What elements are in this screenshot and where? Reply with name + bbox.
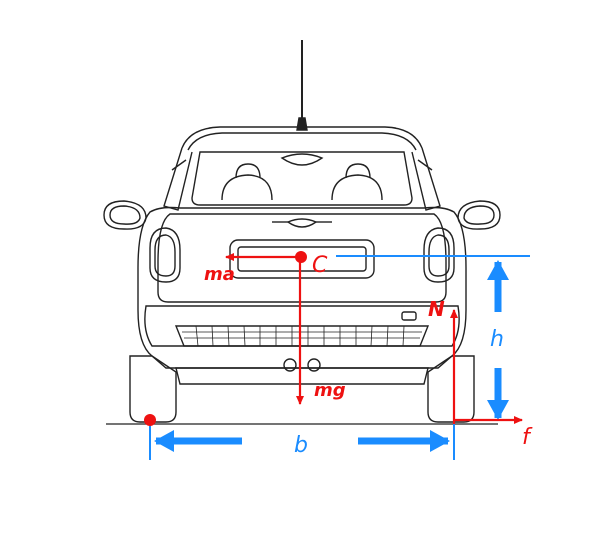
seat-left (221, 174, 273, 201)
mg-label: mg (314, 380, 346, 401)
grille-slots (195, 325, 405, 347)
badge (286, 218, 318, 228)
center-of-mass-dot (295, 251, 307, 263)
h-label: h (490, 327, 504, 352)
tailgate (157, 213, 447, 303)
reflector (401, 311, 417, 321)
tail-light-right (423, 227, 455, 283)
exhaust-left (283, 358, 297, 372)
roof-inner (187, 132, 417, 151)
exhaust-right (307, 358, 321, 372)
roof (181, 126, 423, 149)
headrest-left (235, 163, 261, 179)
diffuser-grille (174, 325, 430, 347)
pillar-left (163, 147, 193, 211)
f-label: f (522, 425, 533, 450)
b-label: b (294, 433, 308, 458)
wheel-left (129, 355, 177, 423)
rear-window (191, 151, 413, 206)
antenna-base (296, 117, 308, 131)
contact-point-dot (144, 414, 156, 426)
car-rear-view (103, 40, 501, 423)
seat-right (331, 174, 383, 201)
underbody (175, 367, 429, 385)
n-label: N (428, 297, 445, 321)
body-shell (137, 206, 467, 369)
dimension-lines (149, 255, 530, 460)
pillar-right (411, 147, 441, 211)
force-vectors (225, 253, 523, 424)
license-plate (237, 246, 367, 272)
brake-light (280, 153, 324, 166)
wheel-right (427, 355, 475, 423)
headrest-right (345, 163, 371, 179)
tail-light-left (149, 227, 181, 283)
rear-bumper (144, 305, 460, 347)
ma-label: ma (204, 264, 235, 285)
center-label: C (312, 253, 328, 278)
